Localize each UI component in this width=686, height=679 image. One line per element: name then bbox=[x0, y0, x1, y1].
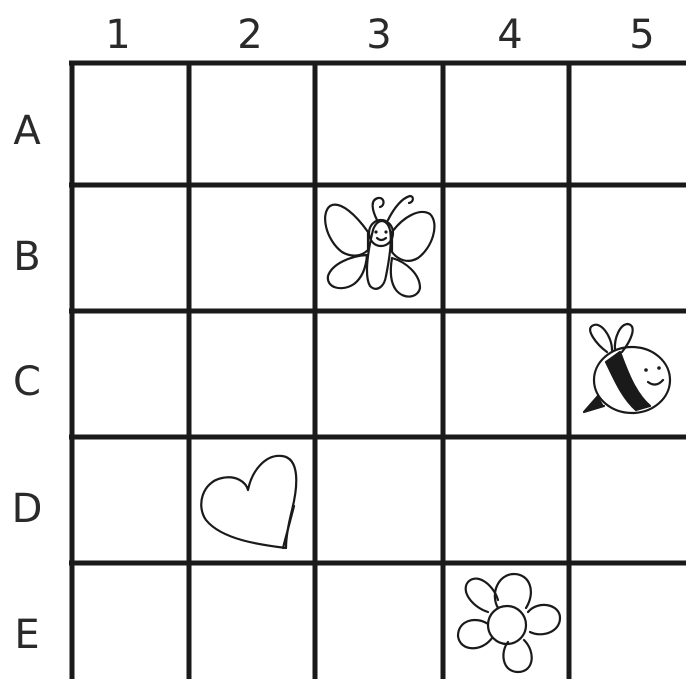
butterfly-wing bbox=[392, 212, 434, 261]
grid-lines bbox=[69, 61, 686, 679]
butterfly-eye bbox=[374, 230, 377, 233]
butterfly-eye bbox=[384, 230, 387, 233]
heart-shadow bbox=[283, 506, 294, 548]
heart-outline bbox=[201, 456, 296, 548]
column-label-1: 1 bbox=[105, 12, 130, 58]
column-label-4: 4 bbox=[497, 12, 522, 58]
butterfly-wing bbox=[391, 258, 420, 297]
column-label-5: 5 bbox=[629, 12, 654, 58]
bee-smile bbox=[648, 380, 663, 385]
row-label-c: C bbox=[13, 359, 41, 405]
row-label-a: A bbox=[13, 108, 41, 154]
bee-eye bbox=[657, 366, 661, 370]
column-label-3: 3 bbox=[366, 12, 391, 58]
row-labels: A B C D E bbox=[12, 108, 43, 658]
column-labels: 1 2 3 4 5 bbox=[105, 12, 654, 58]
butterfly-antenna bbox=[373, 198, 384, 220]
butterfly-icon bbox=[325, 196, 434, 297]
flower-petal bbox=[466, 579, 498, 612]
flower-petal bbox=[528, 605, 560, 634]
row-label-e: E bbox=[14, 612, 39, 658]
butterfly-wing bbox=[328, 255, 367, 288]
row-label-b: B bbox=[13, 234, 40, 280]
flower-center bbox=[488, 606, 526, 644]
bee-wing bbox=[590, 325, 612, 352]
column-label-2: 2 bbox=[237, 12, 262, 58]
bee-icon bbox=[584, 324, 670, 413]
flower-petal bbox=[495, 574, 531, 608]
heart-icon bbox=[201, 456, 296, 548]
flower-petal bbox=[458, 620, 492, 648]
butterfly-smile bbox=[377, 238, 386, 240]
row-label-d: D bbox=[12, 486, 43, 532]
flower-icon bbox=[458, 574, 560, 672]
butterfly-wing bbox=[325, 205, 368, 256]
bee-stripe bbox=[606, 352, 650, 410]
bee-eye bbox=[644, 368, 648, 372]
